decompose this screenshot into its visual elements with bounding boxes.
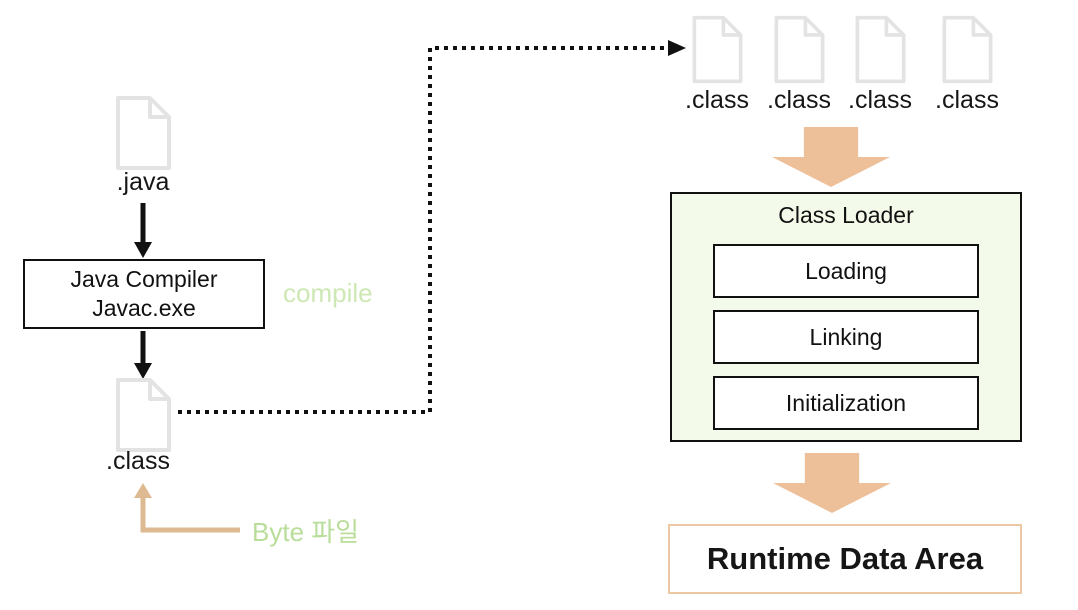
runtime-data-area-box: Runtime Data Area <box>668 524 1022 594</box>
class-loader-box: Class Loader Loading Linking Initializat… <box>670 192 1022 442</box>
classfile-label-1: .class <box>685 86 749 114</box>
byte-file-callout-arrowhead-icon <box>134 483 152 498</box>
class-loader-title: Class Loader <box>778 202 914 228</box>
class-file-label: .class <box>106 447 170 475</box>
class-to-classfiles-dotted-line <box>178 46 668 414</box>
compile-annotation: compile <box>283 278 373 308</box>
classfile-icon-2 <box>774 15 825 84</box>
dotted-line-arrowhead-icon <box>668 40 686 56</box>
java-file-icon <box>116 96 171 170</box>
runtime-data-area-label: Runtime Data Area <box>706 541 984 576</box>
classfile-icon-4 <box>942 15 993 84</box>
loader-to-runtime-block-arrow-icon <box>773 453 891 513</box>
java-to-compiler-arrowhead-icon <box>134 242 152 258</box>
compiler-label-line1: Java Compiler <box>70 266 218 293</box>
compiler-label-line2: Javac.exe <box>92 295 196 321</box>
byte-file-callout-line <box>140 497 240 533</box>
stage-loading-box: Loading <box>713 244 979 298</box>
byte-file-annotation: Byte 파일 <box>252 517 360 547</box>
classfile-label-2: .class <box>767 86 831 114</box>
classfiles-to-loader-block-arrow-icon <box>772 127 890 187</box>
stage-linking-box: Linking <box>713 310 979 364</box>
classfile-label-3: .class <box>848 86 912 114</box>
java-file-label: .java <box>116 168 170 196</box>
classfile-label-4: .class <box>935 86 999 114</box>
stage-initialization-box: Initialization <box>713 376 979 430</box>
classfile-icon-1 <box>692 15 743 84</box>
java-compiler-box: Java Compiler Javac.exe <box>23 259 265 329</box>
classfile-icon-3 <box>855 15 906 84</box>
class-file-icon <box>116 378 171 452</box>
